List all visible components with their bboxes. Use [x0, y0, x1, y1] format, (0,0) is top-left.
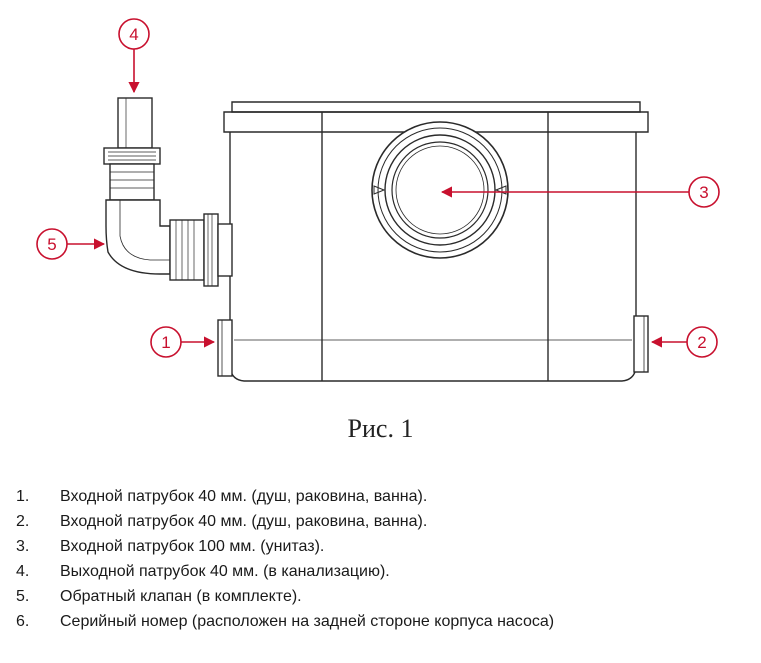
legend-text: Серийный номер (расположен на задней сто… — [60, 612, 555, 630]
pump-diagram: 1 2 3 4 5 — [36, 18, 720, 382]
callout-2-label: 2 — [697, 333, 706, 352]
callout-4-label: 4 — [129, 25, 138, 44]
legend-number: 1. — [16, 487, 30, 505]
inlet-right — [633, 315, 649, 373]
legend-item: 2. Входной патрубок 40 мм. (душ, раковина… — [16, 509, 554, 534]
legend-number: 5. — [16, 587, 30, 605]
legend-number: 6. — [16, 612, 30, 630]
callout-5: 5 — [36, 228, 106, 260]
callout-1: 1 — [150, 326, 216, 358]
legend-text: Входной патрубок 40 мм. (душ, раковина, … — [60, 512, 428, 530]
callout-2: 2 — [650, 326, 718, 358]
callout-5-label: 5 — [47, 235, 56, 254]
toilet-inlet — [371, 121, 509, 259]
legend-text: Обратный клапан (в комплекте). — [60, 587, 302, 605]
callout-1-label: 1 — [161, 333, 170, 352]
outlet-pipe — [103, 97, 233, 287]
legend-number: 2. — [16, 512, 30, 530]
legend-text: Выходной патрубок 40 мм. (в канализацию)… — [60, 562, 390, 580]
legend-item: 5. Обратный клапан (в комплекте). — [16, 584, 554, 609]
inlet-left — [217, 319, 233, 377]
legend-number: 4. — [16, 562, 30, 580]
callout-3: 3 — [440, 176, 720, 208]
legend-text: Входной патрубок 40 мм. (душ, раковина, … — [60, 487, 428, 505]
legend-number: 3. — [16, 537, 30, 555]
callout-3-label: 3 — [699, 183, 708, 202]
callout-4: 4 — [118, 18, 150, 94]
legend-item: 1. Входной патрубок 40 мм. (душ, раковина… — [16, 484, 554, 509]
figure-caption: Рис. 1 — [347, 414, 414, 443]
legend-item: 3. Входной патрубок 100 мм. (унитаз). — [16, 534, 554, 559]
legend-item: 4. Выходной патрубок 40 мм. (в канализаци… — [16, 559, 554, 584]
legend-text: Входной патрубок 100 мм. (унитаз). — [60, 537, 325, 555]
legend-list: 1. Входной патрубок 40 мм. (душ, раковина… — [16, 484, 554, 634]
legend-item: 6. Серийный номер (расположен на задней с… — [16, 609, 554, 634]
